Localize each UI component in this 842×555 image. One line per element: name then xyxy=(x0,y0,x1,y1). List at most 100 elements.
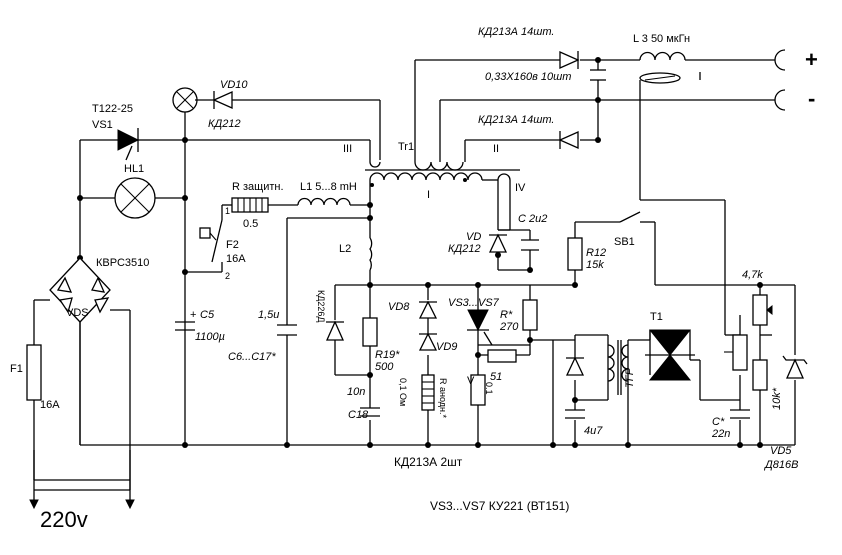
inductor-l1 xyxy=(297,197,351,206)
resistor-r-star xyxy=(522,299,538,331)
capacitor-4u7 xyxy=(565,409,585,419)
thyristor-vs3-vs7 xyxy=(467,309,493,346)
switch-sb1[interactable] xyxy=(619,211,641,223)
label-f1-val: 16A xyxy=(40,399,60,411)
resistor-51 xyxy=(487,349,517,363)
diode-vd8 xyxy=(418,300,438,319)
label-wind-i: I xyxy=(427,189,430,201)
label-hl1: HL1 xyxy=(124,163,144,175)
capacitor-bank xyxy=(590,69,606,81)
indicator-lamp-top xyxy=(172,87,198,113)
triac-t1 xyxy=(645,329,695,381)
label-r51: 51 xyxy=(490,371,502,383)
label-c5-plus: + xyxy=(190,309,196,321)
label-c6-val: 1,5u xyxy=(258,309,279,321)
label-cap-bank: 0,33Х160в 10шт xyxy=(485,71,571,83)
label-f2-pin1: 1 xyxy=(225,206,230,216)
label-r19: R19* xyxy=(375,349,400,361)
label-supply: 220v xyxy=(40,507,88,532)
label-c18-val: 10n xyxy=(347,386,365,398)
label-l2: L2 xyxy=(339,243,351,255)
resistor-anode xyxy=(421,374,435,411)
label-r10k: 10k* xyxy=(771,387,783,410)
label-r12-val: 15k xyxy=(586,259,604,271)
label-vd10: VD10 xyxy=(220,79,248,91)
label-r-prot: R защитн. xyxy=(232,181,284,193)
label-c6: C6...C17* xyxy=(228,351,276,363)
diode-bank-pos xyxy=(559,50,580,70)
resistor-10k xyxy=(752,359,768,391)
label-vds-part: КВРС3510 xyxy=(96,257,149,269)
capacitor-c5 xyxy=(175,321,195,331)
label-c-star: C* xyxy=(712,416,725,428)
label-vd-iv: VD xyxy=(466,231,481,243)
diode-kd226 xyxy=(325,320,345,341)
zener-vd5 xyxy=(782,355,808,379)
label-vd-top-neg: КД213А 14шт. xyxy=(478,114,554,126)
output-terminal-plus[interactable] xyxy=(774,49,786,71)
label-vds: VDS xyxy=(66,307,89,319)
label-vs3: VS3...VS7 xyxy=(448,297,500,309)
breaker-f2 xyxy=(199,219,223,263)
label-c-star-val: 22n xyxy=(711,428,730,440)
label-v: V xyxy=(467,375,475,387)
bridge-rectifier-vds xyxy=(49,257,111,445)
capacitor-c-2u2 xyxy=(521,239,539,251)
label-vs1: VS1 xyxy=(92,119,113,131)
label-sb1: SB1 xyxy=(614,236,635,248)
label-vd9: VD9 xyxy=(436,341,457,353)
trimmer-resistor[interactable] xyxy=(724,334,748,371)
label-wind-iii: III xyxy=(343,143,352,155)
label-vd-iv-type: КД212 xyxy=(448,243,481,255)
label-vd8: VD8 xyxy=(388,301,410,313)
transformer-tgr xyxy=(607,330,651,395)
label-c47: 4u7 xyxy=(584,425,603,437)
label-f1: F1 xyxy=(10,363,23,375)
diode-bank-neg xyxy=(558,130,579,150)
diode-control xyxy=(565,350,585,376)
label-r-star-val: 270 xyxy=(499,321,519,333)
inductor-l3 xyxy=(639,51,686,61)
current-sensor-loop xyxy=(639,72,681,85)
label-minus: - xyxy=(808,86,815,111)
label-kd226: КД226Д xyxy=(316,290,326,322)
label-t1: T1 xyxy=(650,311,663,323)
capacitor-c18 xyxy=(360,407,380,417)
label-l3: L 3 50 мкГн xyxy=(633,33,690,45)
thyristor-vs1 xyxy=(117,128,150,161)
potentiometer-4k7[interactable] xyxy=(752,294,773,326)
ac-input-arrows xyxy=(29,499,135,510)
label-c-iv: С 2и2 xyxy=(518,213,547,225)
label-r19-val: 500 xyxy=(375,361,394,373)
wires xyxy=(33,59,796,500)
label-t122: Т122-25 xyxy=(92,103,133,115)
label-c5: C5 xyxy=(200,309,215,321)
label-vd5-type: Д816В xyxy=(763,459,798,471)
label-tgr: ТГР xyxy=(624,367,636,388)
label-l1: L1 5...8 mH xyxy=(300,181,357,193)
label-kd212: КД212 xyxy=(208,118,241,130)
label-vd-top-pos: КД213А 14шт. xyxy=(478,26,554,38)
output-terminal-minus[interactable] xyxy=(774,89,786,111)
label-r-star: R* xyxy=(500,309,513,321)
label-pot-val: 4,7k xyxy=(742,269,763,281)
label-r-prot-val: 0.5 xyxy=(243,218,258,230)
label-f2-pin2: 2 xyxy=(225,271,230,281)
resistor-r12 xyxy=(567,237,583,271)
lamp-hl1 xyxy=(114,177,156,219)
label-plus: + xyxy=(805,47,818,72)
label-c5-val: 1100µ xyxy=(195,331,225,343)
label-v-val: 0.1 xyxy=(484,382,494,395)
label-r12: R12 xyxy=(586,247,606,259)
labels: КД213А 14шт. 0,33Х160в 10шт КД213А 14шт.… xyxy=(10,26,818,532)
label-f2-val: 16A xyxy=(226,253,246,265)
label-vd5: VD5 xyxy=(770,445,792,457)
label-kd213-2: КД213А 2шт xyxy=(394,455,463,469)
diode-vd-iv xyxy=(488,233,508,253)
transformer-tr1 xyxy=(365,161,520,195)
label-thyristor-note: VS3...VS7 КУ221 (ВТ151) xyxy=(430,499,569,513)
label-tr1: Tr1 xyxy=(398,141,414,153)
resistor-protective xyxy=(231,197,269,213)
label-wind-iv: IV xyxy=(515,182,526,194)
